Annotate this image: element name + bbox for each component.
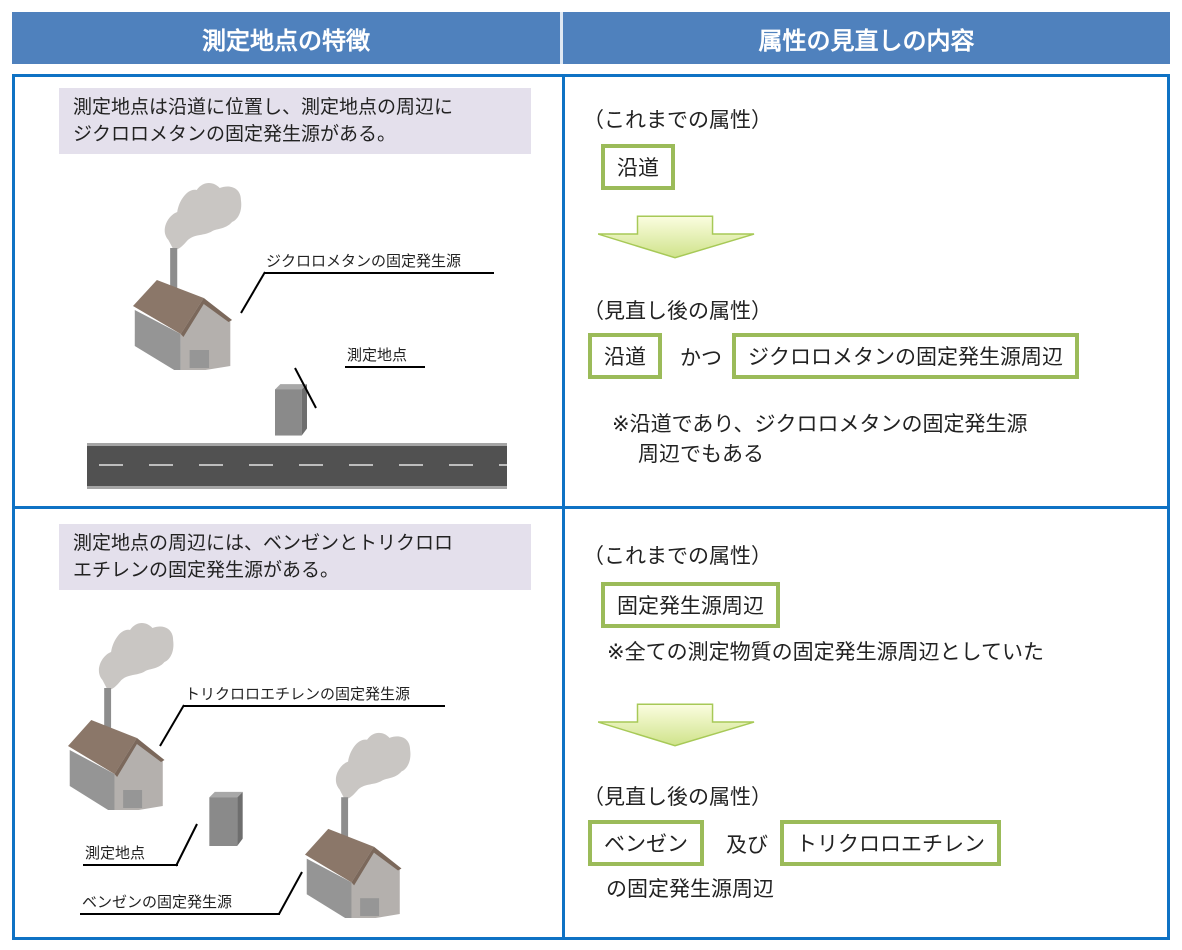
row1-after-attr2: ジクロロメタンの固定発生源周辺 — [732, 333, 1079, 379]
down-arrow-icon — [598, 214, 756, 260]
leader-line — [175, 823, 198, 867]
row1-factory-label: ジクロロメタンの固定発生源 — [264, 250, 494, 274]
row-divider — [12, 506, 1170, 509]
row2-before-note: ※全ての測定物質の固定発生源周辺としていた — [607, 640, 1044, 664]
leader-line — [159, 704, 185, 747]
row1-site-label: 測定地点 — [345, 344, 425, 368]
row1-before-heading: （これまでの属性） — [583, 108, 772, 132]
header-attribute-review: 属性の見直しの内容 — [758, 26, 975, 55]
factory-icon — [68, 610, 180, 810]
row2-before-attr: 固定発生源周辺 — [601, 582, 780, 628]
row2-site-label: 測定地点 — [83, 842, 178, 866]
row1-note-line: ※沿道であり、ジクロロメタンの固定発生源 — [612, 412, 1028, 436]
leader-line — [278, 871, 303, 915]
row1-note-line: 周辺でもある — [638, 442, 764, 466]
row1-description-line: 測定地点は沿道に位置し、測定地点の周辺に — [73, 96, 454, 118]
header-features: 測定地点の特徴 — [12, 12, 563, 64]
table-header: 測定地点の特徴 属性の見直しの内容 — [12, 12, 1170, 64]
measurement-site-icon — [275, 382, 307, 436]
row1-description-line: ジクロロメタンの固定発生源がある。 — [73, 123, 397, 145]
row2-description: 測定地点の周辺には、ベンゼンとトリクロロ エチレンの固定発生源がある。 — [59, 524, 531, 590]
row2-description-line: エチレンの固定発生源がある。 — [73, 559, 340, 581]
row2-after-attr2: トリクロロエチレン — [780, 820, 1001, 866]
factory-icon — [305, 720, 417, 918]
leader-line — [240, 271, 266, 314]
measurement-site-icon — [208, 790, 244, 846]
down-arrow-icon — [598, 702, 756, 748]
leader-line — [294, 367, 317, 409]
factory-icon — [133, 170, 248, 370]
row1-after-attr1: 沿道 — [588, 333, 662, 379]
row2-factory2-label: ベンゼンの固定発生源 — [80, 891, 280, 915]
row1-after-heading: （見直し後の属性） — [583, 299, 772, 323]
row1-connector: かつ — [680, 346, 722, 370]
row2-connector: 及び — [726, 833, 768, 857]
row1-description: 測定地点は沿道に位置し、測定地点の周辺に ジクロロメタンの固定発生源がある。 — [59, 88, 531, 154]
row1-before-attr: 沿道 — [601, 144, 675, 190]
row2-after-attr1: ベンゼン — [588, 820, 704, 866]
row2-description-line: 測定地点の周辺には、ベンゼンとトリクロロ — [73, 532, 454, 554]
row2-factory1-label: トリクロロエチレンの固定発生源 — [183, 683, 445, 707]
row2-after-heading: （見直し後の属性） — [583, 785, 772, 809]
row2-before-heading: （これまでの属性） — [583, 544, 772, 568]
row2-after-suffix: の固定発生源周辺 — [606, 877, 774, 901]
road-icon — [87, 443, 507, 489]
